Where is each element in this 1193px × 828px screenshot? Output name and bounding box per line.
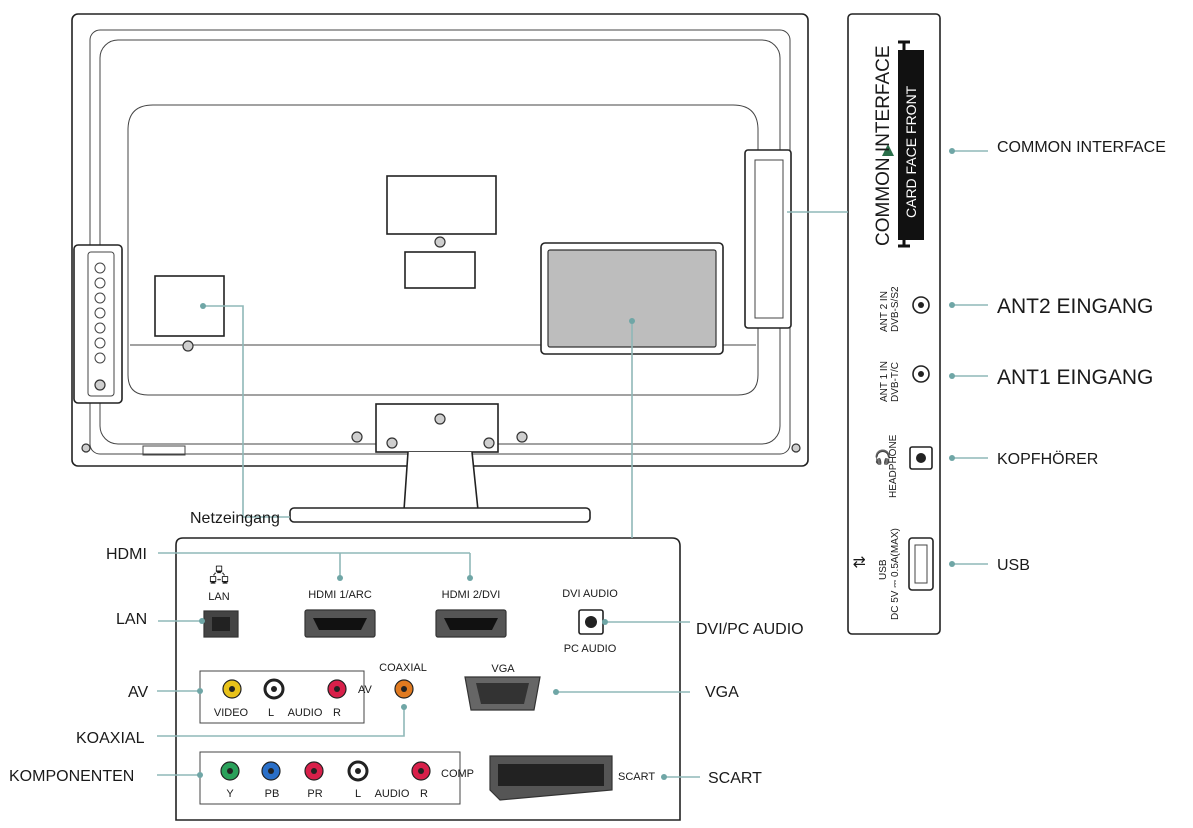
label-scart: SCART (708, 770, 762, 787)
label-vga: VGA (705, 684, 739, 701)
label-dvi-pc-audio: DVI/PC AUDIO (696, 621, 804, 638)
comp-pb-text: PB (265, 788, 280, 800)
ci-title-text: COMMON INTERFACE (873, 45, 894, 246)
comp-pr-text: PR (307, 788, 322, 800)
bottom-connector-panel: 🖧 (175, 537, 681, 821)
comp-audio-r-text: R (420, 788, 428, 800)
video-port-text: VIDEO (214, 707, 249, 719)
label-kopfhoerer: KOPFHÖRER (997, 450, 1098, 468)
ant2-port-line2: DVB-S/S2 (890, 286, 901, 332)
pc-audio-port-text: PC AUDIO (564, 643, 617, 655)
usb-port-line1: USB (878, 559, 889, 580)
label-usb: USB (997, 557, 1030, 574)
dvi-audio-port-text: DVI AUDIO (562, 588, 618, 600)
label-komponenten: KOMPONENTEN (9, 768, 134, 785)
label-ant2-eingang: ANT2 EINGANG (997, 295, 1153, 318)
av-audio-l-text: L (268, 707, 274, 719)
ant1-port-line2: DVB-T/C (890, 362, 901, 402)
tv-back-view (71, 13, 809, 523)
card-face-text: CARD FACE FRONT (903, 85, 919, 218)
av-audio-text: AUDIO (288, 707, 323, 719)
comp-audio-text: AUDIO (375, 788, 410, 800)
label-netzeingang: Netzeingang (190, 510, 280, 527)
svg-text:🎧: 🎧 (874, 449, 891, 466)
label-hdmi: HDMI (106, 546, 147, 563)
svg-text:🖧: 🖧 (209, 566, 229, 586)
headphone-port-text: HEADPHONE (888, 434, 899, 498)
hdmi2-port-text: HDMI 2/DVI (442, 589, 501, 601)
label-koaxial: KOAXIAL (76, 730, 145, 747)
side-connector-panel: 🎧 ⇅ (847, 13, 941, 635)
hdmi1-port-text: HDMI 1/ARC (308, 589, 372, 601)
comp-port-text: COMP (441, 768, 474, 780)
comp-y-text: Y (226, 788, 234, 800)
ant2-port-line1: ANT 2 IN (879, 291, 890, 332)
av-port-text: AV (358, 684, 373, 696)
label-common-interface: COMMON INTERFACE (997, 139, 1166, 156)
coaxial-port-text: COAXIAL (379, 662, 427, 674)
usb-port-line2: DC 5V ⎓ 0.5A(MAX) (890, 528, 901, 620)
label-av: AV (128, 684, 148, 701)
av-audio-r-text: R (333, 707, 341, 719)
ant1-port-line1: ANT 1 IN (879, 361, 890, 402)
scart-port-text: SCART (618, 771, 655, 783)
label-lan: LAN (116, 611, 147, 628)
svg-text:⇅: ⇅ (852, 555, 869, 568)
lan-port-text: LAN (208, 591, 229, 603)
comp-audio-l-text: L (355, 788, 361, 800)
label-ant1-eingang: ANT1 EINGANG (997, 366, 1153, 389)
leader-lines (157, 148, 988, 780)
vga-port-text: VGA (491, 663, 515, 675)
